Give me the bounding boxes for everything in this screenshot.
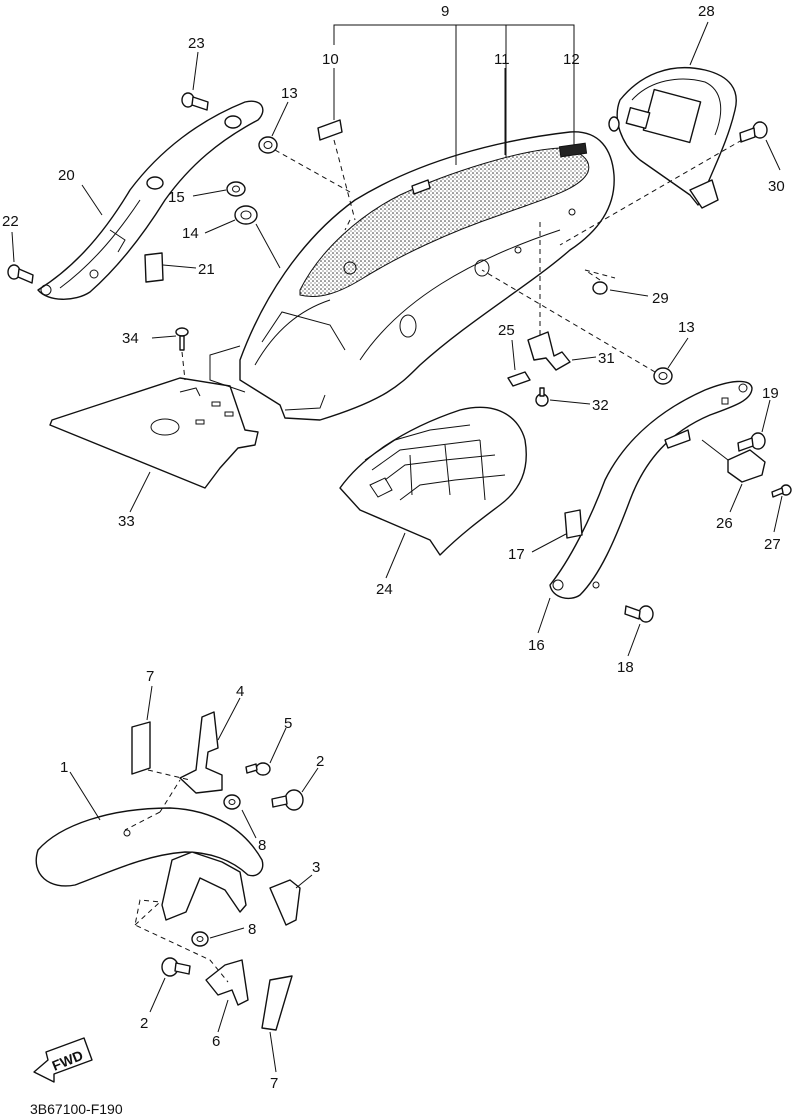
license-plate-bracket — [49, 377, 259, 489]
front-fender — [35, 807, 264, 921]
callout-17: 17 — [508, 546, 525, 563]
callout-7-upper: 7 — [146, 668, 154, 685]
inner-fender — [339, 406, 527, 556]
callout-22: 22 — [2, 213, 19, 230]
callout-16: 16 — [528, 637, 545, 654]
callout-21: 21 — [198, 261, 215, 278]
tail-light — [608, 66, 737, 209]
callout-33: 33 — [118, 513, 135, 530]
callout-29: 29 — [652, 290, 669, 307]
callout-28: 28 — [698, 3, 715, 20]
drawing-code: 3B67100-F190 — [30, 1101, 123, 1117]
callout-13-top: 13 — [281, 85, 298, 102]
callout-3: 3 — [312, 859, 320, 876]
reflector-bracket — [701, 439, 766, 483]
callout-6: 6 — [212, 1033, 220, 1050]
callout-30: 30 — [768, 178, 785, 195]
callout-31: 31 — [598, 350, 615, 367]
callout-7-lower: 7 — [270, 1075, 278, 1092]
callout-8-upper: 8 — [258, 837, 266, 854]
callout-5: 5 — [284, 715, 292, 732]
fwd-arrow: FWD — [33, 1037, 93, 1083]
callout-15: 15 — [168, 189, 185, 206]
callout-25: 25 — [498, 322, 515, 339]
callout-32: 32 — [592, 397, 609, 414]
hardware-top — [7, 92, 792, 623]
callout-14: 14 — [182, 225, 199, 242]
callout-18: 18 — [617, 659, 634, 676]
callout-27: 27 — [764, 536, 781, 553]
callout-1: 1 — [60, 759, 68, 776]
callout-13-lower: 13 — [678, 319, 695, 336]
callout-8-lower: 8 — [248, 921, 256, 938]
callout-24: 24 — [376, 581, 393, 598]
callout-11: 11 — [494, 51, 510, 68]
callout-34: 34 — [122, 330, 139, 347]
left-fender-stay — [37, 100, 264, 300]
callout-12: 12 — [563, 51, 580, 68]
hardware-front — [131, 711, 304, 1031]
callout-10: 10 — [322, 51, 339, 68]
right-fender-stay — [549, 380, 753, 600]
callout-26: 26 — [716, 515, 733, 532]
callout-23: 23 — [188, 35, 205, 52]
callout-2-lower: 2 — [140, 1015, 148, 1032]
rear-fender — [239, 131, 615, 421]
callout-20: 20 — [58, 167, 75, 184]
callout-19: 19 — [762, 385, 779, 402]
callout-9: 9 — [441, 3, 449, 20]
leader-lines — [11, 21, 783, 1073]
callout-4: 4 — [236, 683, 244, 700]
callout-labels: 9 10 11 12 23 13 20 15 22 14 21 34 33 28… — [2, 3, 785, 1117]
callout-2-upper: 2 — [316, 753, 324, 770]
